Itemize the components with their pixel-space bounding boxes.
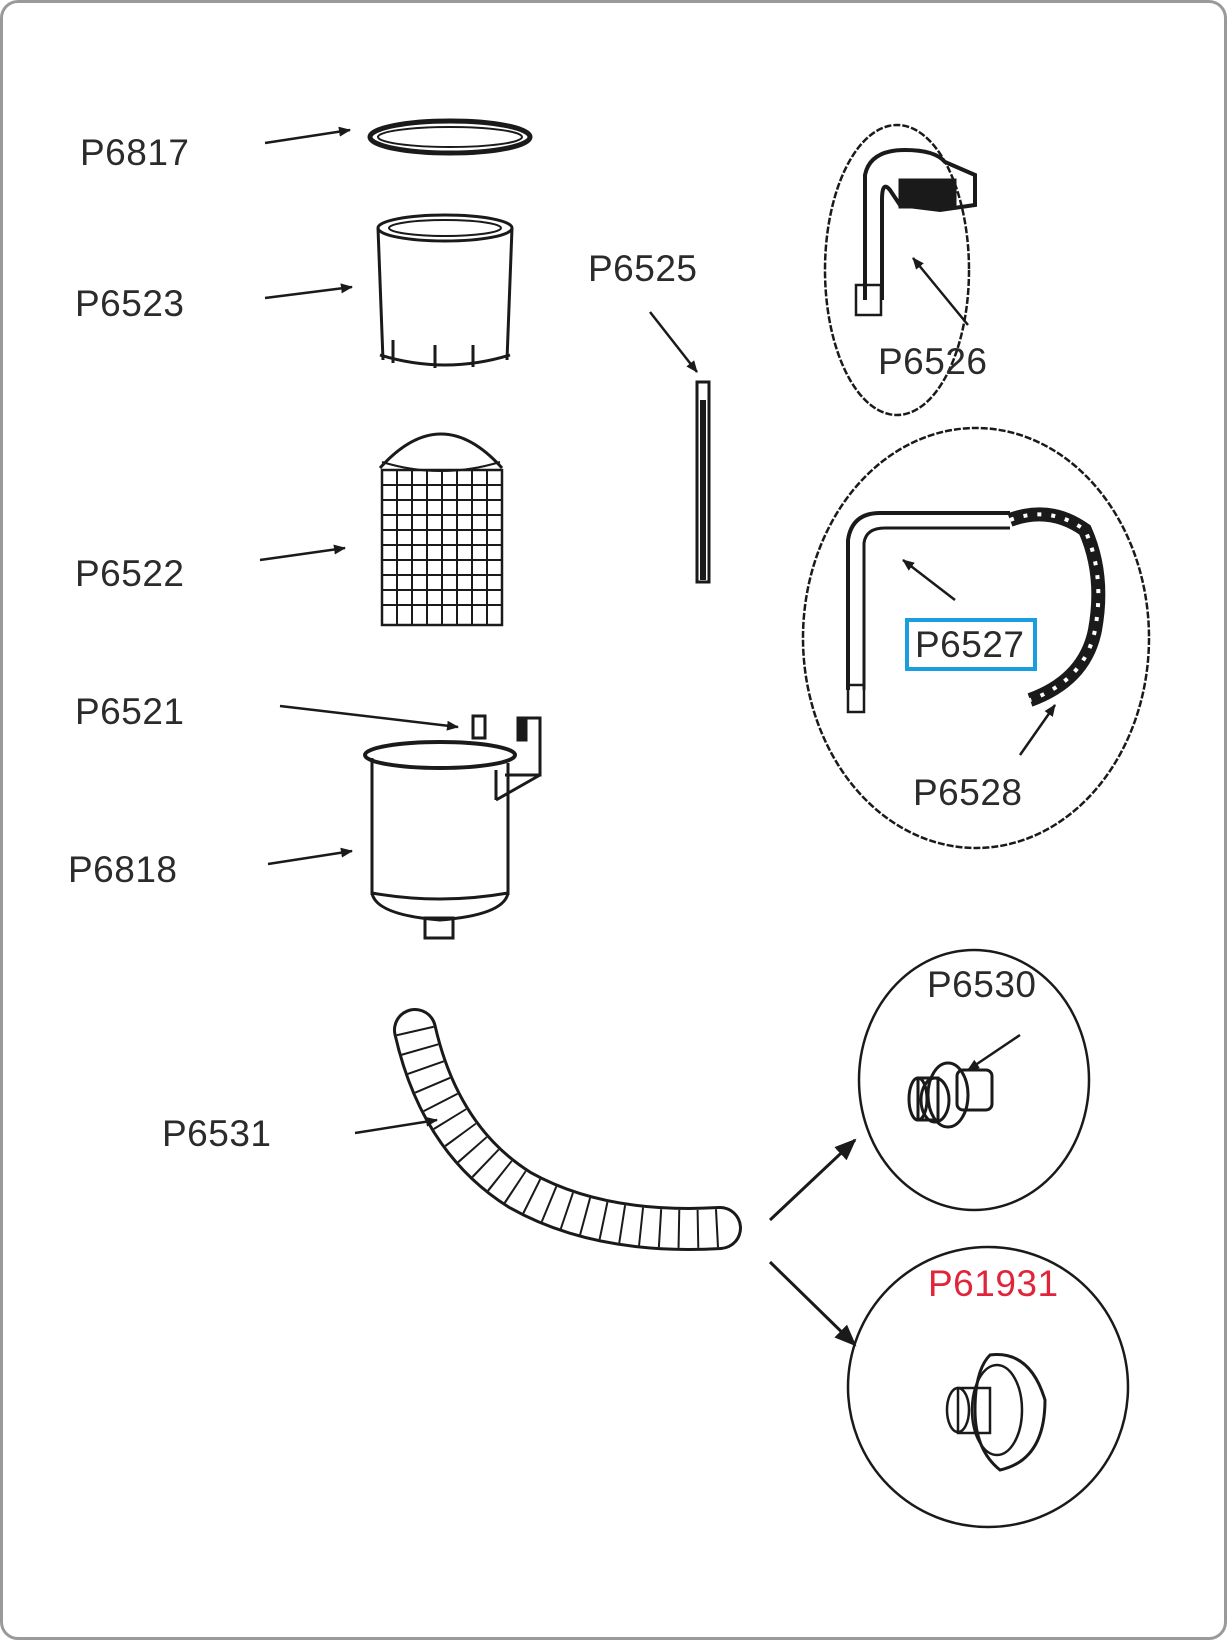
part-p61931-connector [846, 1245, 1130, 1529]
part-p6523-cover [376, 213, 514, 368]
arrow-p6522 [259, 544, 346, 562]
label-p6527-highlighted[interactable]: P6527 [905, 618, 1037, 671]
arrow-to-p61931 [768, 1260, 857, 1347]
arrow-p6526 [912, 257, 969, 326]
part-p6818-housing [363, 714, 542, 940]
label-p6526: P6526 [878, 341, 988, 382]
arrow-p6531 [354, 1116, 438, 1135]
part-p6817-oring [367, 118, 533, 156]
arrow-p6523 [264, 283, 353, 300]
part-p6526-hanger [823, 123, 977, 417]
arrow-p6525 [649, 311, 698, 373]
part-p6527-p6528-group [801, 426, 1151, 850]
arrow-p6817 [264, 126, 351, 145]
arrow-to-p6530 [768, 1138, 857, 1222]
label-p6523: P6523 [75, 283, 185, 324]
parts-diagram [259, 118, 1151, 1529]
arrow-p6521 [279, 704, 459, 731]
label-p61931-new: P61931 [928, 1263, 1059, 1304]
label-p6531: P6531 [162, 1113, 272, 1154]
arrow-p6818 [267, 847, 353, 866]
part-p6531-hose [393, 1008, 742, 1251]
label-p6525: P6525 [588, 248, 698, 289]
label-p6817: P6817 [80, 132, 190, 173]
label-p6521: P6521 [75, 691, 185, 732]
label-p6530: P6530 [927, 964, 1037, 1005]
label-p6522: P6522 [75, 553, 185, 594]
arrow-p6527 [902, 559, 956, 601]
part-p6525-rod [695, 380, 711, 584]
arrow-p6528 [1018, 704, 1057, 756]
part-p6522-cartridge [378, 432, 504, 627]
label-p6528: P6528 [913, 772, 1023, 813]
arrow-p6530 [967, 1033, 1021, 1072]
label-p6818: P6818 [68, 849, 178, 890]
